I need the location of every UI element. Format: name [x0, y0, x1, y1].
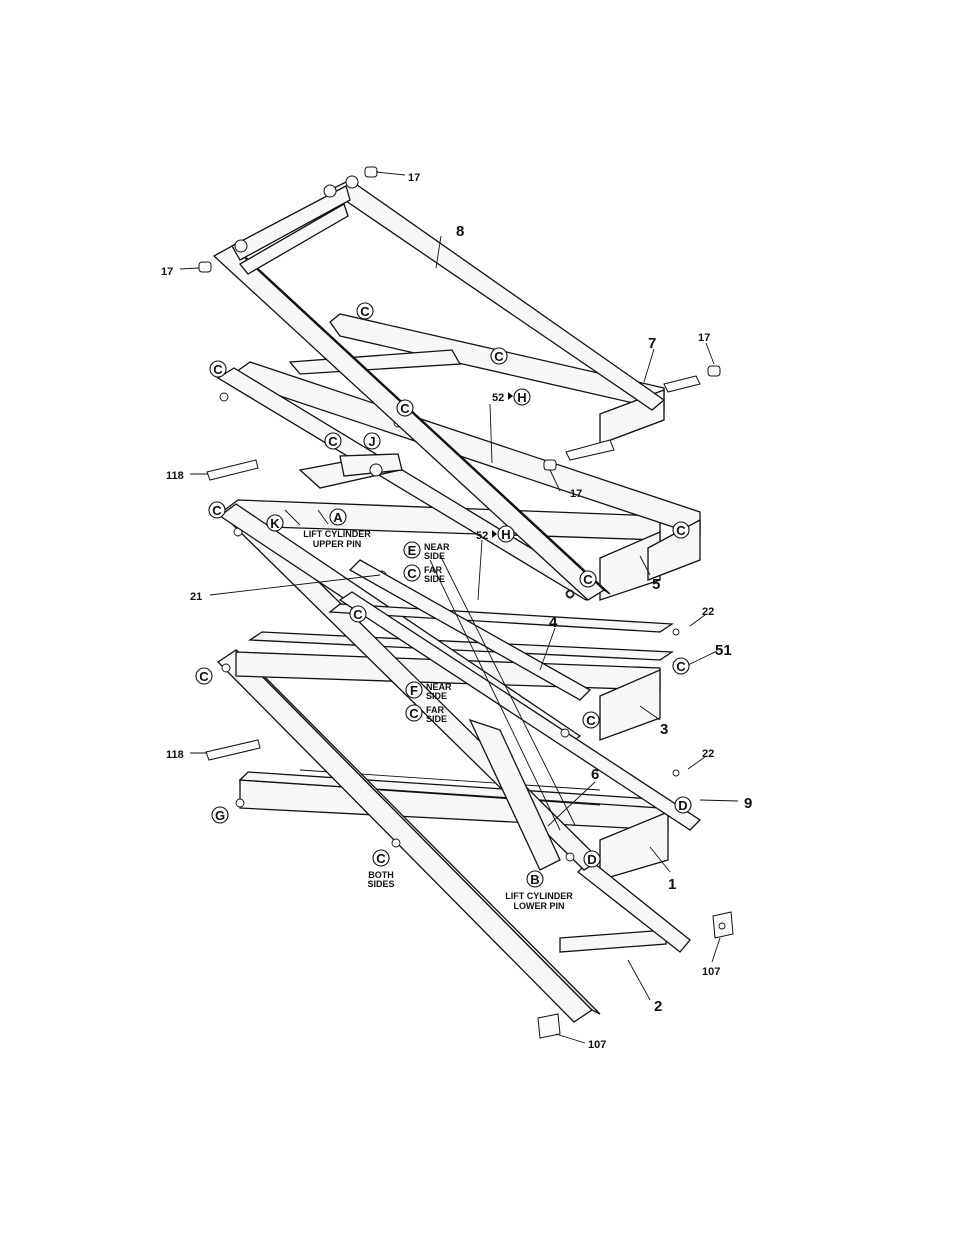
- letter-callout-c: C: [491, 348, 507, 364]
- svg-text:J: J: [368, 434, 375, 449]
- callout-22-upper: 22: [702, 606, 714, 618]
- note-lift-upper-2: UPPER PIN: [313, 539, 362, 549]
- svg-text:H: H: [501, 527, 510, 542]
- callout-4: 4: [549, 614, 558, 631]
- callout-17-top: 17: [408, 172, 420, 184]
- letter-callout-c: C: [580, 571, 596, 587]
- callout-51: 51: [715, 642, 732, 659]
- note-side-e: SIDE: [424, 551, 445, 561]
- letter-callout-c: C: [357, 303, 373, 319]
- svg-text:C: C: [400, 401, 410, 416]
- callout-118-lower: 118: [166, 749, 184, 761]
- base-frame: [236, 770, 690, 952]
- pin-17-left: [199, 262, 211, 272]
- svg-text:C: C: [376, 851, 386, 866]
- svg-text:K: K: [270, 516, 280, 531]
- letter-callout-c: C: [325, 433, 341, 449]
- svg-text:D: D: [678, 798, 687, 813]
- letter-callout-h: H: [514, 389, 530, 405]
- holes-22: [673, 629, 679, 776]
- callout-8: 8: [456, 223, 464, 240]
- callout-7: 7: [648, 335, 656, 352]
- svg-text:C: C: [199, 669, 209, 684]
- svg-text:C: C: [494, 349, 504, 364]
- callout-1: 1: [668, 876, 676, 893]
- note-lift-upper-1: LIFT CYLINDER: [303, 529, 371, 539]
- letter-callout-c: C: [373, 850, 389, 866]
- callout-17-left: 17: [161, 266, 173, 278]
- letter-callout-g: G: [212, 807, 228, 823]
- svg-text:C: C: [407, 566, 417, 581]
- arrow-52-upper: [508, 392, 513, 400]
- letter-callout-c: C: [210, 361, 226, 377]
- svg-text:C: C: [360, 304, 370, 319]
- svg-text:C: C: [213, 362, 223, 377]
- letter-callout-c: C: [583, 712, 599, 728]
- pin-17-right: [708, 366, 720, 376]
- callout-6: 6: [591, 766, 599, 783]
- letter-callout-h: H: [498, 526, 514, 542]
- note-lift-lower-2: LOWER PIN: [514, 901, 565, 911]
- svg-text:C: C: [676, 523, 686, 538]
- svg-text:C: C: [586, 713, 596, 728]
- letter-callout-c: C: [350, 606, 366, 622]
- note-side-c: SIDE: [424, 574, 445, 584]
- svg-text:D: D: [587, 852, 596, 867]
- letter-callout-f: F: [406, 682, 422, 698]
- callout-5: 5: [652, 576, 660, 593]
- callout-52-upper: 52: [492, 392, 504, 404]
- letter-callout-c: C: [406, 705, 422, 721]
- callout-107-bottom: 107: [588, 1039, 606, 1051]
- svg-text:C: C: [353, 607, 363, 622]
- callout-118-upper: 118: [166, 470, 184, 482]
- svg-text:E: E: [408, 543, 417, 558]
- pin-17-mid: [544, 460, 556, 470]
- letter-callout-k: K: [267, 515, 283, 531]
- callout-17-right: 17: [698, 332, 710, 344]
- letter-callout-c: C: [397, 400, 413, 416]
- svg-text:C: C: [409, 706, 419, 721]
- letter-callout-c: C: [196, 668, 212, 684]
- callout-21: 21: [190, 591, 202, 603]
- note-side-f: SIDE: [426, 691, 447, 701]
- svg-text:C: C: [583, 572, 593, 587]
- svg-text:G: G: [215, 808, 225, 823]
- callout-17-mid: 17: [570, 488, 582, 500]
- svg-text:B: B: [530, 872, 539, 887]
- note-side-c2: SIDE: [426, 714, 447, 724]
- callout-107-right: 107: [702, 966, 720, 978]
- letter-callout-j: J: [364, 433, 380, 449]
- letter-callout-c: C: [404, 565, 420, 581]
- note-sides: SIDES: [367, 879, 394, 889]
- letter-callout-a: A: [330, 509, 346, 525]
- letter-callout-b: B: [527, 871, 543, 887]
- svg-text:C: C: [212, 503, 222, 518]
- callout-9: 9: [744, 795, 752, 812]
- letter-callout-c: C: [209, 502, 225, 518]
- pin-17-top: [365, 167, 377, 177]
- letter-callout-d: D: [584, 851, 600, 867]
- callout-2: 2: [654, 998, 662, 1015]
- svg-text:C: C: [676, 659, 686, 674]
- letter-callout-c: C: [673, 522, 689, 538]
- callout-52-lower: 52: [476, 530, 488, 542]
- svg-text:C: C: [328, 434, 338, 449]
- svg-text:A: A: [333, 510, 343, 525]
- letter-callout-d: D: [675, 797, 691, 813]
- letter-callout-e: E: [404, 542, 420, 558]
- svg-text:F: F: [410, 683, 418, 698]
- note-lift-lower-1: LIFT CYLINDER: [505, 891, 573, 901]
- svg-text:H: H: [517, 390, 526, 405]
- letter-callout-c: C: [673, 658, 689, 674]
- callout-22-lower: 22: [702, 748, 714, 760]
- callout-3: 3: [660, 721, 668, 738]
